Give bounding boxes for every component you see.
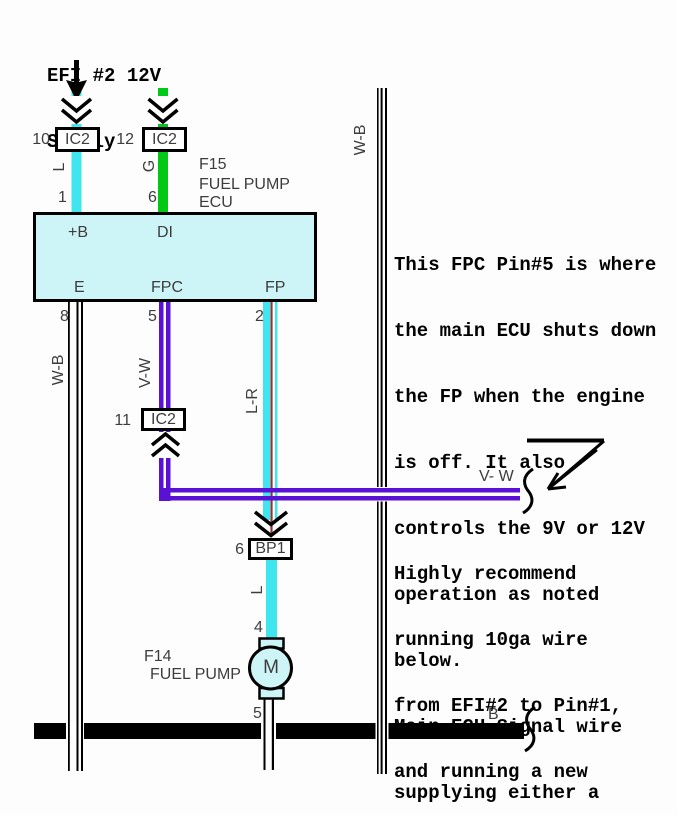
fpc-signal-wire-vertical <box>159 301 171 488</box>
wire-color-VW-label: V-W <box>137 357 154 389</box>
supply-arrow-icon <box>66 60 87 101</box>
ecu-name-line2: ECU <box>199 194 233 211</box>
ecu-pin-di-name: DI <box>157 224 173 241</box>
connector-label: IC2 <box>65 130 90 148</box>
ic2-di-connector-box: IC2 <box>142 127 187 152</box>
ecu-pin-b-plus-name: +B <box>68 224 89 241</box>
signal-flow-chevron-up-icon <box>149 431 182 458</box>
ecu-name-line1: FUEL PUMP <box>199 176 290 193</box>
signal-wire-continuation-squiggle <box>522 467 534 515</box>
wire-color-L-pump-label: L <box>249 585 266 595</box>
motor-body <box>248 645 293 691</box>
wire-color-LR-label: L-R <box>244 388 261 414</box>
ecu-pin-e-name: E <box>74 279 85 296</box>
connector-label: IC2 <box>152 130 177 148</box>
pump-name: FUEL PUMP <box>150 666 241 683</box>
e-ground-wire <box>68 301 83 771</box>
ground-bar-continuation-squiggle <box>524 705 536 753</box>
motor-label: M <box>263 657 279 678</box>
ground-wire-color-label: B <box>488 706 499 723</box>
wire-color-L-label: L <box>51 162 68 172</box>
di-flow-chevron-icon <box>147 96 179 125</box>
fpc-note-text: This FPC Pin#5 is where the main ECU shu… <box>394 254 657 804</box>
pump-ground-wire <box>263 698 274 770</box>
wire-color-WB-right-label: W-B <box>352 124 369 156</box>
wire-color-WB-left-label: W-B <box>50 354 67 386</box>
ecu-pin1-number: 1 <box>58 189 67 206</box>
ecu-pin-fpc-name: FPC <box>151 279 183 296</box>
bp1-connector-box: BP1 <box>248 538 293 560</box>
fpc-signal-wire-horizontal <box>159 488 520 501</box>
bp1-pin-number: 6 <box>235 541 244 558</box>
ecu-pin-fp-name: FP <box>265 279 286 296</box>
ground-bus-bar <box>34 723 524 739</box>
pump-pin5-number: 5 <box>253 705 262 722</box>
right-wb-bus-wire <box>377 88 387 774</box>
pump-id: F14 <box>144 648 172 665</box>
fp-flow-chevron-down-icon <box>253 510 289 538</box>
ic2-supply-connector-box: IC2 <box>55 127 100 152</box>
connector-label: IC2 <box>151 410 176 428</box>
supply-flow-chevron-icon <box>60 96 93 125</box>
ecu-pin2-number: 2 <box>255 308 264 325</box>
fuel-pump-ecu-box: +B DI E FPC FP <box>33 212 317 302</box>
fp-wire <box>263 301 278 534</box>
ecu-pin5-number: 5 <box>148 308 157 325</box>
ic2-signal-pin-number: 11 <box>114 412 131 429</box>
connector-label: BP1 <box>255 540 286 557</box>
ic2-signal-connector-box: IC2 <box>141 408 186 431</box>
pump-pin4-number: 4 <box>254 619 263 636</box>
recommend-note-text: Highly recommend running 10ga wire from … <box>394 563 623 783</box>
ecu-pin6-number: 6 <box>148 189 157 206</box>
note-pointer-arrow-icon <box>527 438 605 491</box>
pump-feed-wire <box>266 560 277 638</box>
wire-color-G-label: G <box>141 159 158 173</box>
ecu-id: F15 <box>199 156 227 173</box>
ecu-pin8-number: 8 <box>60 308 69 325</box>
signal-wire-color-label: V- W <box>479 468 514 485</box>
ic2-di-pin-number: 12 <box>116 131 134 148</box>
ic2-supply-pin-number: 10 <box>32 131 50 148</box>
bar-crossing-gap <box>66 723 84 739</box>
